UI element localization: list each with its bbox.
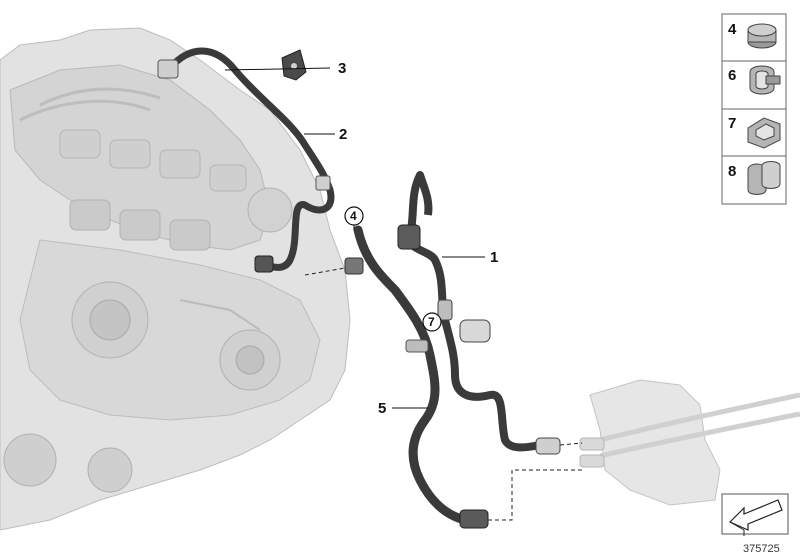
engine-block: [0, 27, 351, 531]
svg-text:7: 7: [728, 115, 736, 132]
reference-number: 375725: [743, 543, 780, 555]
bracket-3: [281, 49, 307, 81]
callout-1: 1: [490, 249, 498, 266]
legend-item-8: 8: [728, 161, 781, 195]
hose-5: [344, 225, 489, 529]
callout-3: 3: [338, 60, 346, 77]
support-bracket: [579, 379, 800, 506]
callout-5: 5: [378, 400, 386, 417]
clamp-open-icon: [749, 65, 781, 95]
legend-item-6: 6: [728, 65, 781, 95]
clamp-double-icon: [747, 161, 781, 195]
clamp-ring-icon: [747, 23, 777, 49]
direction-arrow-icon: [728, 499, 783, 531]
svg-text:4: 4: [350, 209, 357, 223]
circled-ref-4: 4: [344, 206, 364, 226]
legend-item-7: 7: [728, 115, 781, 149]
connection-lines: [304, 267, 583, 521]
svg-text:7: 7: [428, 315, 435, 329]
circled-ref-7: 7: [422, 312, 442, 332]
hose-1: [397, 171, 561, 455]
legend-item-4: 4: [728, 21, 777, 49]
leader-lines: [224, 67, 485, 409]
svg-text:6: 6: [728, 67, 736, 84]
clamp-legend-panel: 4 6 7 8: [721, 13, 787, 205]
callout-2: 2: [339, 126, 347, 143]
hose-2: [157, 47, 335, 273]
clamp-bracket-icon: [747, 117, 781, 149]
orientation-arrow-box: [721, 493, 789, 536]
svg-text:8: 8: [728, 163, 736, 180]
svg-text:4: 4: [728, 21, 737, 38]
